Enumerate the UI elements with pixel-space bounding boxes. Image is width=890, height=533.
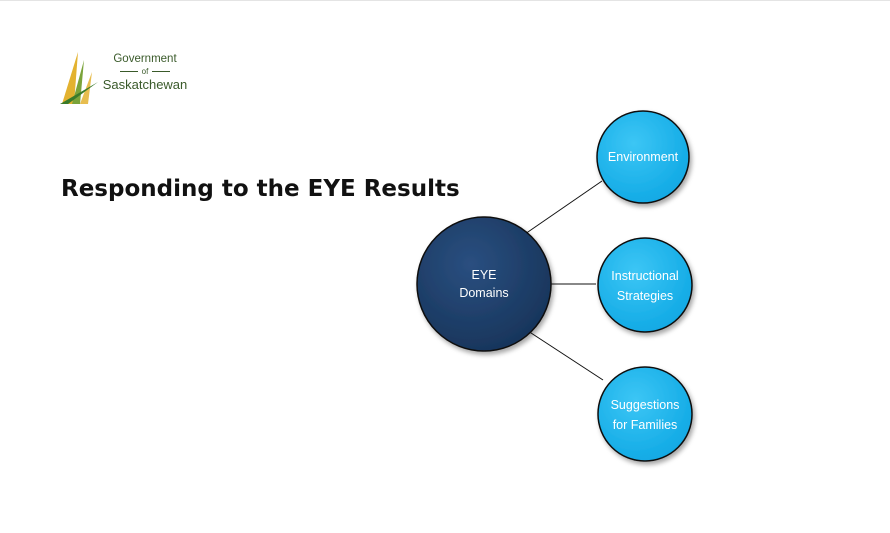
node-instructional-strategies: Instructional Strategies	[597, 237, 693, 333]
node-label-strategies: Strategies	[617, 289, 673, 303]
connector-environment	[524, 180, 603, 235]
logo-line-of: of	[102, 67, 188, 76]
logo-line-saskatchewan: Saskatchewan	[102, 76, 188, 92]
hub-label-line2: Domains	[459, 286, 508, 300]
node-suggestions-for-families: Suggestions for Families	[597, 366, 693, 462]
logo-line-government: Government	[113, 53, 177, 65]
connector-suggestions-for-families	[527, 330, 604, 381]
hub-node-eye-domains: EYE Domains	[416, 216, 552, 352]
government-of-saskatchewan-logo: Government of Saskatchewan	[58, 48, 188, 108]
node-label-environment: Environment	[608, 150, 679, 164]
node-label-instructional: Instructional	[611, 269, 678, 283]
node-label-for-families: for Families	[613, 418, 678, 432]
wheat-sheaf-icon	[60, 52, 98, 104]
top-rule	[0, 0, 890, 1]
node-label-suggestions: Suggestions	[611, 398, 680, 412]
node-environment: Environment	[596, 110, 690, 204]
page-title: Responding to the EYE Results	[61, 176, 460, 202]
logo-wordmark: Government of Saskatchewan	[102, 53, 188, 92]
hub-label-line1: EYE	[471, 268, 496, 282]
